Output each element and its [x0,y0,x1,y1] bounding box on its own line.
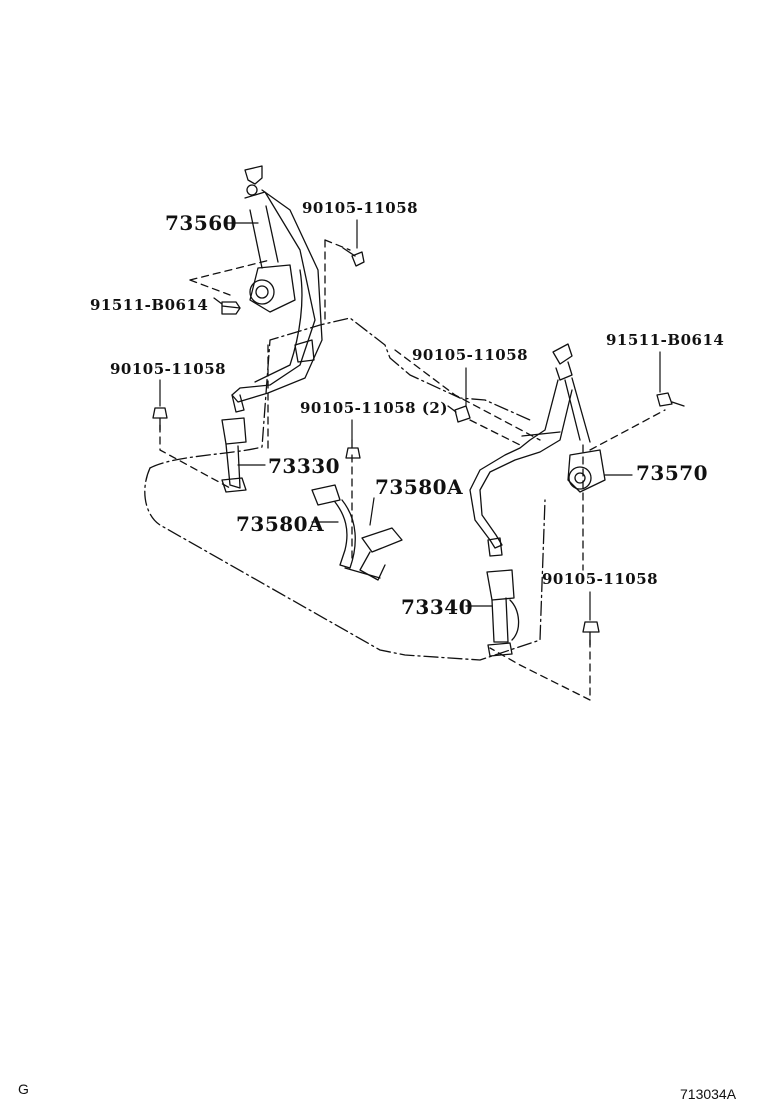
bolt-icon [342,247,365,267]
bolt-icon [152,407,168,431]
part-label-73330: 73330 [268,454,341,478]
footer-left-code: G [18,1081,29,1097]
nut-icon [213,297,241,315]
part-label-bolt-right-top: 90105-11058 [412,346,529,364]
part-label-bolt-right-bottom: 90105-11058 [542,570,659,588]
part-label-nut-left: 91511-B0614 [90,296,209,314]
footer-diagram-code: 713034A [680,1086,737,1102]
bolt-icon [345,439,361,459]
part-label-bolt-left-top: 90105-11058 [302,199,419,217]
seat-cushion-outline [144,317,546,661]
part-label-bolt-left-mid: 90105-11058 [110,360,227,378]
right-retractor-assembly [469,343,606,557]
left-buckle [221,417,247,493]
bolt-icon [447,405,471,423]
left-retractor-assembly [231,165,323,413]
part-label-bolt-center: 90105-11058 (2) [300,399,448,417]
part-label-73580a-left: 73580A [236,512,325,536]
part-label-73560: 73560 [165,211,238,235]
center-buckles [311,484,403,581]
leader-lines [159,219,661,621]
part-label-73580a-right: 73580A [375,475,464,499]
part-label-73570: 73570 [636,461,709,485]
bolt-icon [582,621,600,646]
right-buckle [486,569,520,657]
mounting-reference-lines [159,239,666,701]
part-label-nut-right: 91511-B0614 [606,331,725,349]
nut-icon [656,392,685,407]
part-label-73340: 73340 [401,595,474,619]
